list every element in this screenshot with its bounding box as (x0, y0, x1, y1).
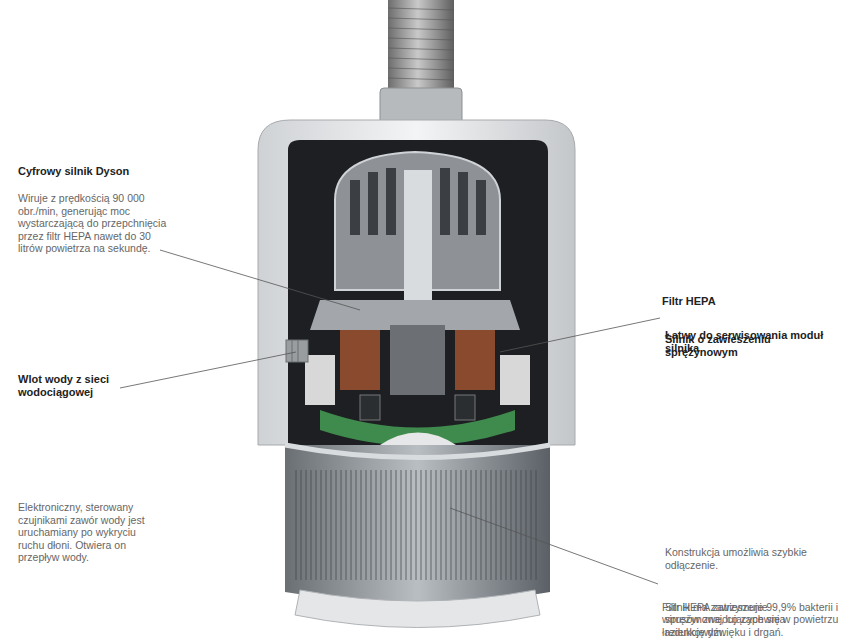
callout-body: Filtr HEPA zatrzymuje 99,9% bakterii i w… (662, 601, 842, 639)
callout-heading: Silnik o zawieszeniu sprężynowym (665, 333, 815, 359)
callout-body: Wiruje z prędkością 90 000 obr./min, gen… (18, 192, 168, 255)
callout-body: Konstrukcja umożliwia szybkie odłączenie… (665, 546, 815, 571)
callout-heading: Wlot wody z sieci wodociągowej (18, 373, 146, 399)
callout-body: Elektroniczny, sterowany czujnikami zawó… (18, 501, 146, 564)
callout-heading: Filtr HEPA (662, 295, 842, 308)
callout-heading: Cyfrowy silnik Dyson (18, 165, 168, 178)
